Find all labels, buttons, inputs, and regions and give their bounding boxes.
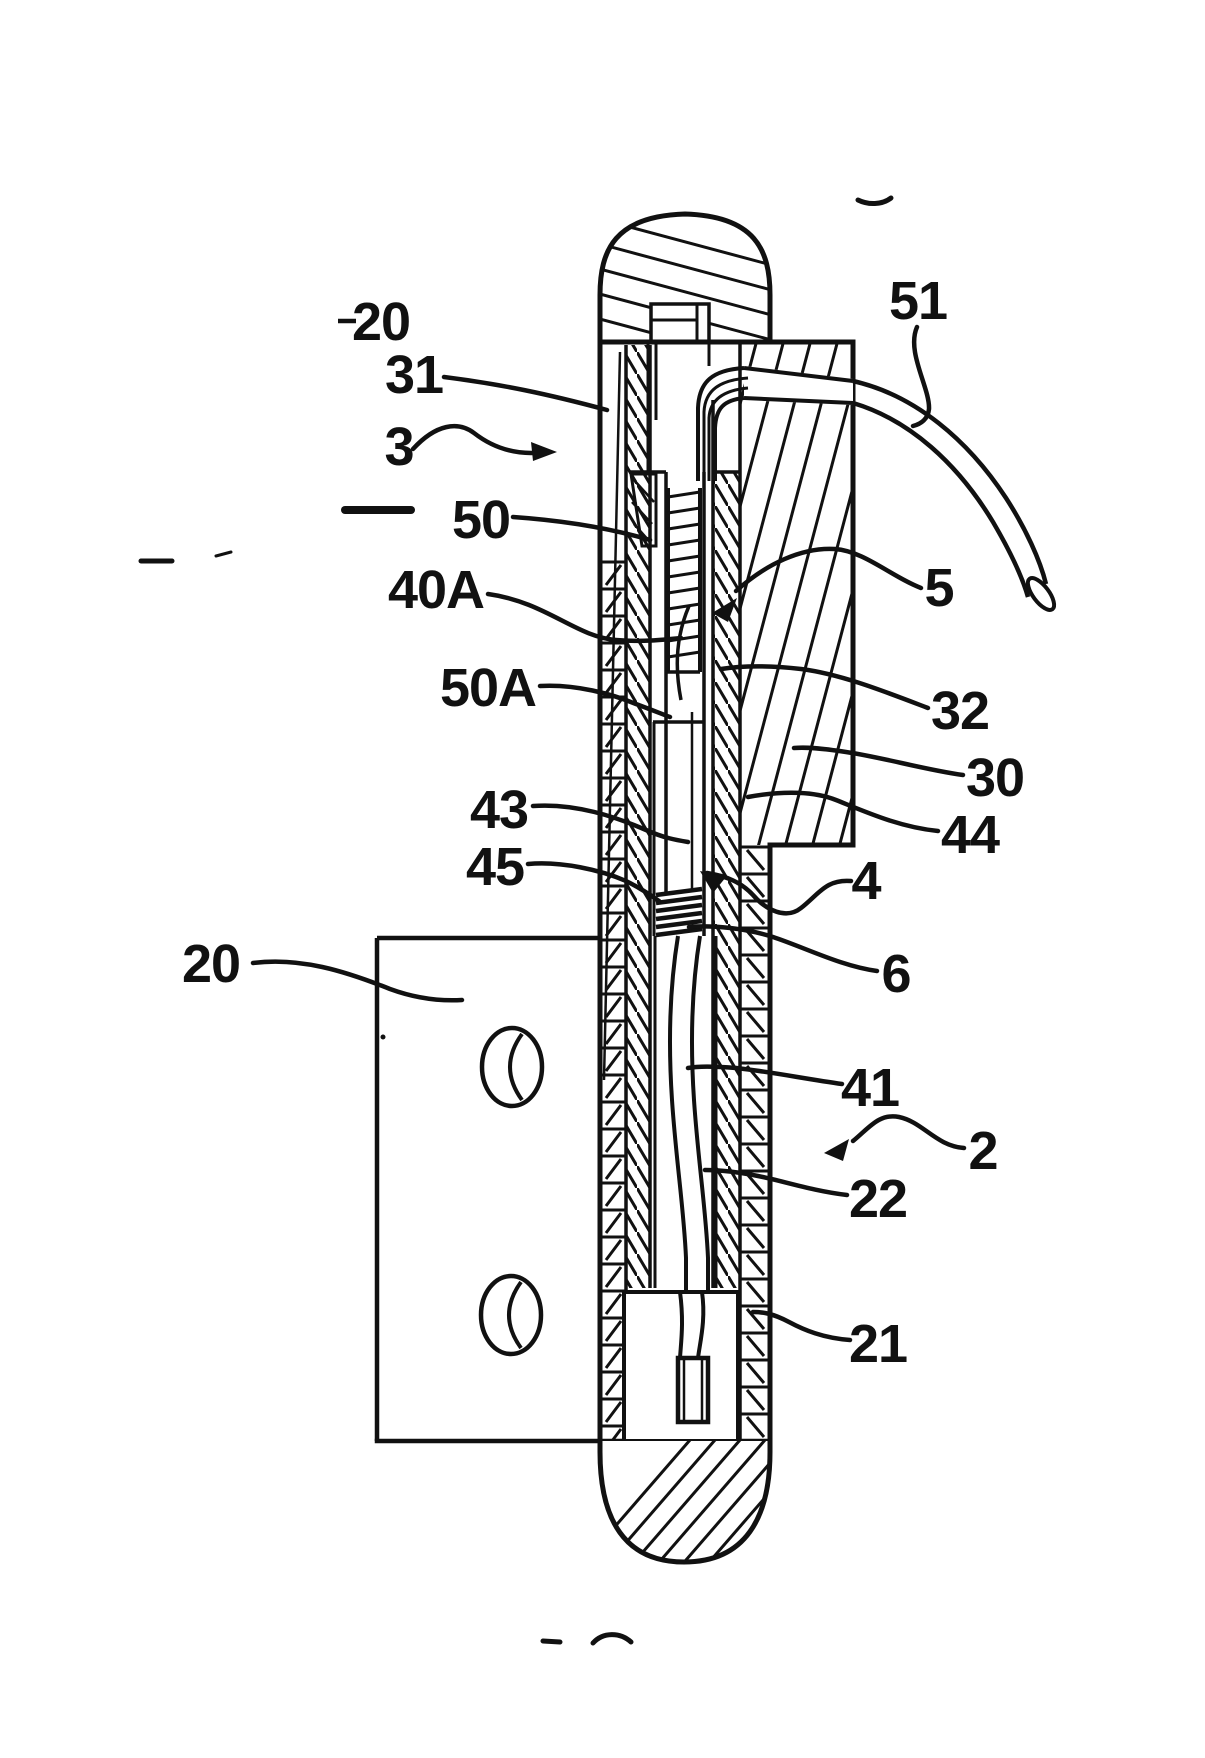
mounting-plate (374, 935, 600, 1441)
terminal-pin (675, 1355, 711, 1425)
ref-label-44: 44 (941, 805, 1000, 865)
ref-label-22: 22 (849, 1169, 907, 1229)
ref-label-50A: 50A (440, 658, 536, 718)
leader-4 (704, 870, 854, 916)
screw-hole (478, 1273, 544, 1357)
arrowhead-5 (712, 598, 737, 622)
bottom-dome-cap (597, 1441, 773, 1565)
ref-label-6: 6 (881, 944, 910, 1004)
ref-label-5: 5 (924, 558, 953, 618)
barrel-outline (374, 339, 856, 1444)
leader-50 (510, 514, 653, 543)
leader-arrowheads (531, 442, 849, 1161)
leader-6 (686, 924, 880, 974)
arrowhead-3 (531, 442, 557, 461)
reference-labels: 20 31 3 50 40A 50A 43 45 20 51 5 32 30 4… (182, 271, 1025, 1374)
arrowhead-4 (700, 871, 726, 893)
arrowhead-2 (824, 1139, 849, 1161)
leader-43 (530, 803, 691, 845)
ref-label-31: 31 (385, 345, 443, 405)
coil-spring (655, 886, 703, 938)
leader-22 (702, 1167, 850, 1198)
lead-wire-51 (852, 378, 1057, 612)
ref-label-41: 41 (841, 1058, 899, 1118)
leader-3 (410, 424, 548, 456)
leader-50A (537, 683, 673, 720)
wire-open-end (1025, 576, 1057, 612)
ref-label-4: 4 (851, 851, 881, 911)
ref-label-32: 32 (931, 681, 989, 741)
ref-label-43: 43 (470, 780, 528, 840)
wire-channel-elbow (696, 366, 854, 481)
top-dome-cap (597, 211, 773, 345)
ref-label-45: 45 (466, 837, 524, 897)
ref-label-2: 2 (968, 1121, 997, 1181)
leader-41 (685, 1064, 845, 1087)
leader-5 (733, 546, 924, 594)
ref-label-51: 51 (889, 271, 947, 331)
leader-40A (485, 591, 684, 644)
bottom-dome-hatch (600, 1441, 770, 1562)
leader-lines (250, 324, 967, 1343)
inner-components (622, 343, 740, 1443)
leader-44 (745, 790, 941, 834)
leader-51 (910, 324, 932, 429)
leader-31 (441, 374, 610, 413)
dome-notch (649, 302, 711, 344)
scan-artifact (380, 1034, 386, 1040)
leader-45 (525, 861, 662, 904)
ref-label-3: 3 (384, 417, 413, 477)
ref-label-21: 21 (849, 1314, 907, 1374)
leader-20-plate (250, 959, 465, 1003)
screw-hole (479, 1025, 545, 1109)
leader-32 (718, 664, 931, 711)
ref-label-20-top: 20 (352, 292, 410, 352)
ref-label-20-plate: 20 (182, 934, 240, 994)
leader-30 (791, 745, 966, 778)
leader-21 (750, 1309, 853, 1343)
ref-label-50: 50 (452, 490, 510, 550)
ref-label-40A: 40A (388, 560, 484, 620)
scan-artifacts (138, 195, 894, 1646)
leader-2 (850, 1114, 967, 1151)
rod-threads (667, 490, 701, 659)
ref-label-30: 30 (966, 748, 1024, 808)
